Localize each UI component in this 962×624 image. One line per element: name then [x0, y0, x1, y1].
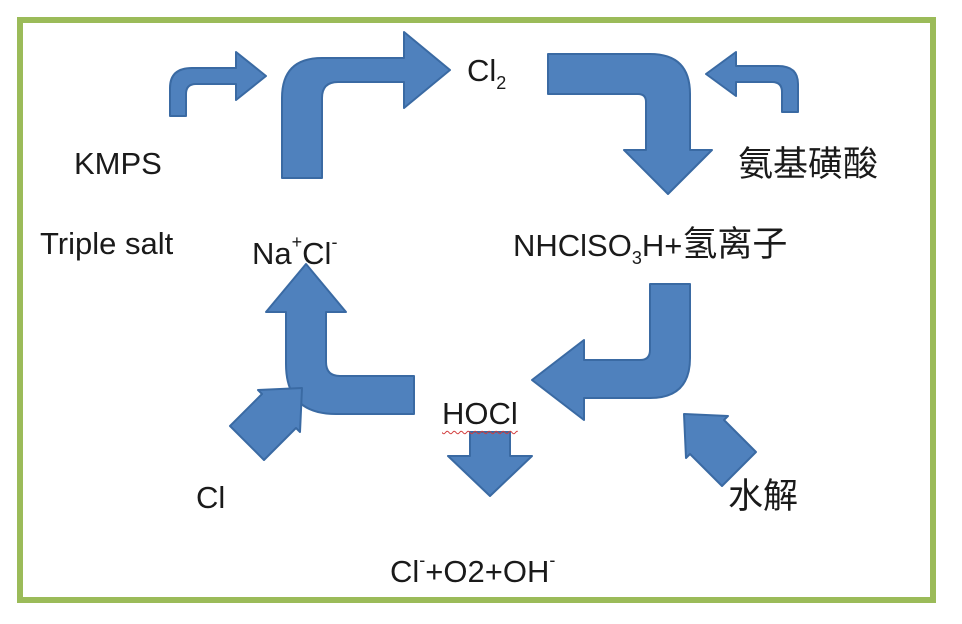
cl-label: Cl	[196, 480, 226, 515]
kmps-curved-arrow	[169, 51, 267, 117]
nacl-label: Na+Cl-	[252, 232, 338, 271]
nhclso3h-label: NHClSO3H+氢离子	[513, 225, 788, 268]
nacl-to-cl2-arrow	[281, 31, 451, 179]
triple-salt-label: Triple salt	[40, 226, 174, 261]
hydrolysis-block-arrow	[683, 413, 757, 487]
hocl-label: HOCl	[442, 396, 518, 431]
products-label: Cl-+O2+OH-	[390, 550, 556, 589]
kmps-label: KMPS	[74, 146, 162, 181]
hocl-to-products-arrow	[447, 431, 533, 497]
sulfamic-acid-curved-arrow	[705, 51, 799, 113]
cl2-label: Cl2	[467, 53, 507, 93]
cl-block-arrow	[229, 387, 303, 461]
hydrolysis-label: 水解	[728, 477, 799, 517]
sulfamic-acid-label: 氨基磺酸	[738, 145, 879, 185]
nhclso3h-to-hocl-arrow	[531, 283, 691, 421]
cl2-to-nhclso3h-arrow	[547, 53, 713, 195]
hocl-to-nacl-arrow	[265, 263, 415, 415]
